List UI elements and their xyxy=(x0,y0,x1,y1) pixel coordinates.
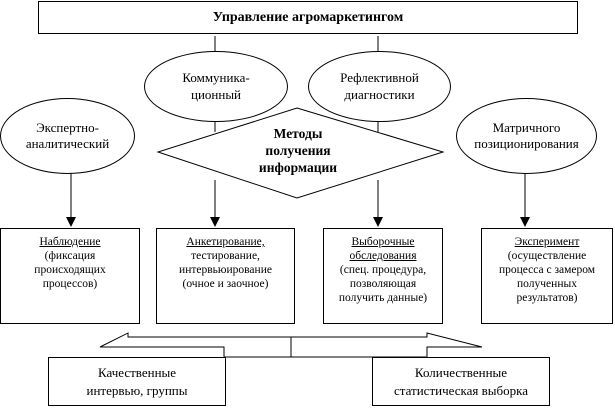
quantitative-box: Количественные статистическая выборка xyxy=(372,357,550,406)
bottom-line: Количественные xyxy=(414,364,508,380)
method-box-experiment: Эксперимент (осуществление процесса с за… xyxy=(481,228,613,324)
oval-expert-analytical: Экспертно- аналитический xyxy=(0,98,135,174)
oval-line: Матричного xyxy=(492,119,561,135)
diamond-label: Методы получения информации xyxy=(238,126,358,177)
methods-diamond xyxy=(156,107,445,199)
diamond-line: Методы xyxy=(273,126,323,141)
oval-line: аналитический xyxy=(25,136,110,151)
oval-communicative: Коммуника- ционный xyxy=(144,51,288,122)
method-line: интервьюирование xyxy=(179,264,272,277)
title-bar: Управление агромаркетингом xyxy=(38,1,578,34)
oval-line: позиционирования xyxy=(474,136,579,151)
diamond-line: информации xyxy=(258,159,338,175)
method-line: (фиксация xyxy=(44,250,96,263)
method-heading: Анкетирование, xyxy=(186,236,265,248)
oval-line: ционный xyxy=(190,86,242,102)
method-heading: обследования xyxy=(349,250,417,263)
title-text: Управление агромаркетингом xyxy=(212,9,404,25)
method-box-sampling: Выборочные обследования (спец. процедура… xyxy=(323,228,443,324)
method-box-survey: Анкетирование, тестирование, интервьюиро… xyxy=(156,228,295,324)
method-heading: Эксперимент xyxy=(514,236,580,248)
qualitative-bracket xyxy=(99,332,296,358)
method-line: тестирование, xyxy=(191,250,260,263)
method-line: (спец. процедура, xyxy=(339,264,427,277)
quantitative-bracket xyxy=(290,332,483,358)
method-line: (очное и заочное) xyxy=(182,278,269,291)
bottom-line: Качественные xyxy=(97,364,177,380)
method-heading: Выборочные xyxy=(351,236,415,248)
qualitative-box: Качественные интервью, группы xyxy=(48,357,226,406)
oval-reflective-diagnostics: Рефлективной диагностики xyxy=(308,51,451,122)
method-box-observation: Наблюдение (фиксация происходящих процес… xyxy=(0,228,140,324)
method-line: позволяющая xyxy=(349,278,417,291)
bottom-line: статистическая выборка xyxy=(394,382,528,398)
oval-line: диагностики xyxy=(344,86,415,102)
oval-line: Рефлективной xyxy=(340,70,419,86)
method-line: происходящих xyxy=(34,264,106,277)
method-line: процесса с замером xyxy=(498,264,596,277)
oval-line: Экспертно- xyxy=(36,119,99,135)
method-line: полученных xyxy=(517,278,577,291)
method-line: получить данные) xyxy=(338,292,428,305)
oval-line: Коммуника- xyxy=(182,70,250,86)
bottom-line: интервью, группы xyxy=(86,382,188,398)
method-heading: Наблюдение xyxy=(39,236,101,248)
oval-matrix-positioning: Матричного позиционирования xyxy=(456,98,597,174)
diamond-line: получения xyxy=(265,142,331,158)
method-line: результатов) xyxy=(516,292,578,305)
method-line: процессов) xyxy=(42,278,98,291)
method-line: (осуществление xyxy=(507,250,587,263)
